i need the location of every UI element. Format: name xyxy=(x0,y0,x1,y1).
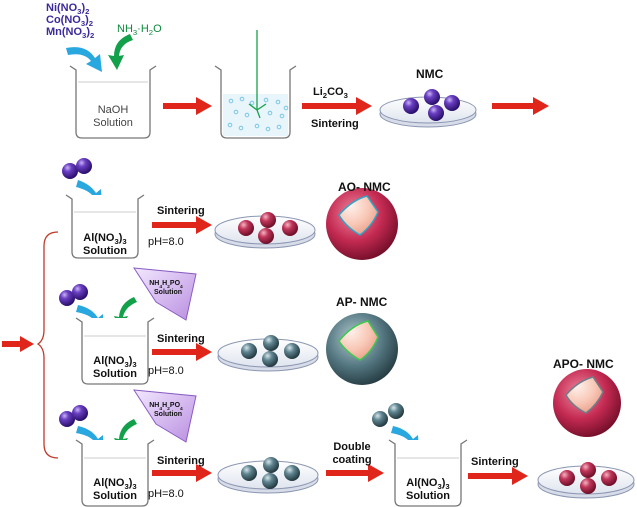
beaker-al-label-2: Solution xyxy=(406,490,450,502)
stirrer-icon xyxy=(248,30,267,119)
process-arrow xyxy=(152,343,212,361)
nh4h2po4-solution-label: Solution xyxy=(154,289,182,296)
sintering-label: Sintering xyxy=(157,455,205,467)
ph-label: pH=8.0 xyxy=(148,488,184,500)
beaker-al-label: Al(NO3)3 xyxy=(93,477,137,491)
nh4h2po4-label: NH4H2PO4 xyxy=(149,402,183,412)
beaker-naoh-label: NaOH xyxy=(97,104,129,116)
beaker-naoh-label-2: Solution xyxy=(93,117,133,129)
process-arrow xyxy=(152,216,212,234)
sintering-label: Sintering xyxy=(471,456,519,468)
petri-dish-apo xyxy=(537,462,635,499)
nh4h2po4-label: NH4H2PO4 xyxy=(149,280,183,290)
reagent-co-nitrate: Co(NO3)2 xyxy=(46,14,94,28)
beaker-al-second-coating xyxy=(388,439,468,507)
process-arrow xyxy=(152,464,212,482)
process-arrow xyxy=(468,467,528,485)
precipitate-particles xyxy=(227,96,289,132)
beaker-al-label: Al(NO3)3 xyxy=(93,355,137,369)
ao-nmc-sphere xyxy=(326,188,398,260)
beaker-precipitation xyxy=(214,30,297,139)
li2co3-label: Li2CO3 xyxy=(313,86,348,100)
beaker-al-ao xyxy=(65,194,145,259)
beaker-al-apo xyxy=(75,439,155,507)
beaker-al-label-2: Solution xyxy=(93,490,137,502)
beaker-naoh xyxy=(69,65,157,139)
ao-nmc-title: AO- NMC xyxy=(338,180,391,194)
ap-nmc-particle xyxy=(372,411,388,427)
process-arrow xyxy=(163,97,212,115)
nmc-particle xyxy=(59,411,75,427)
ap-nmc-particle xyxy=(388,403,404,419)
petri-dish-ao xyxy=(214,212,316,249)
nmc-title: NMC xyxy=(416,67,444,81)
reagent-arrow-blue xyxy=(66,47,102,72)
ap-nmc-title: AP- NMC xyxy=(336,295,388,309)
petri-dish-apo-intermediate xyxy=(217,457,319,494)
double-coating-label: Double xyxy=(333,441,371,453)
apo-nmc-sphere xyxy=(553,369,621,437)
nh4h2po4-paper xyxy=(133,267,197,321)
ap-nmc-sphere xyxy=(326,313,398,385)
ph-label: pH=8.0 xyxy=(148,236,184,248)
process-arrow xyxy=(326,464,384,482)
process-arrow xyxy=(302,97,372,115)
nmc-particle xyxy=(72,284,88,300)
reagent-ni-nitrate: Ni(NO3)2 xyxy=(46,2,90,16)
sintering-label: Sintering xyxy=(157,205,205,217)
petri-dish-ap xyxy=(217,335,319,372)
ph-label: pH=8.0 xyxy=(148,365,184,377)
beaker-al-label-2: Solution xyxy=(83,245,127,257)
petri-dish-nmc xyxy=(379,89,477,128)
branch-bracket xyxy=(36,231,59,459)
beaker-al-label: Al(NO3)3 xyxy=(83,232,127,246)
nmc-particle xyxy=(76,158,92,174)
nmc-particle xyxy=(59,290,75,306)
sintering-label: Sintering xyxy=(157,333,205,345)
beaker-al-label-2: Solution xyxy=(93,368,137,380)
beaker-al-ap xyxy=(75,317,155,385)
reagent-ammonia: NH3·H2O xyxy=(117,23,162,37)
reagent-mn-nitrate: Mn(NO3)2 xyxy=(46,26,95,40)
beaker-al-label: Al(NO3)3 xyxy=(406,477,450,491)
nh4h2po4-solution-label: Solution xyxy=(154,411,182,418)
input-arrow xyxy=(2,336,34,352)
reagent-arrow-green xyxy=(108,34,133,70)
nmc-particle xyxy=(62,163,78,179)
process-arrow xyxy=(492,97,549,115)
double-coating-label-2: coating xyxy=(332,454,372,466)
nmc-particle xyxy=(72,405,88,421)
nh4h2po4-paper xyxy=(133,389,197,443)
apo-nmc-title: APO- NMC xyxy=(553,357,614,371)
sintering-label: Sintering xyxy=(311,118,359,130)
